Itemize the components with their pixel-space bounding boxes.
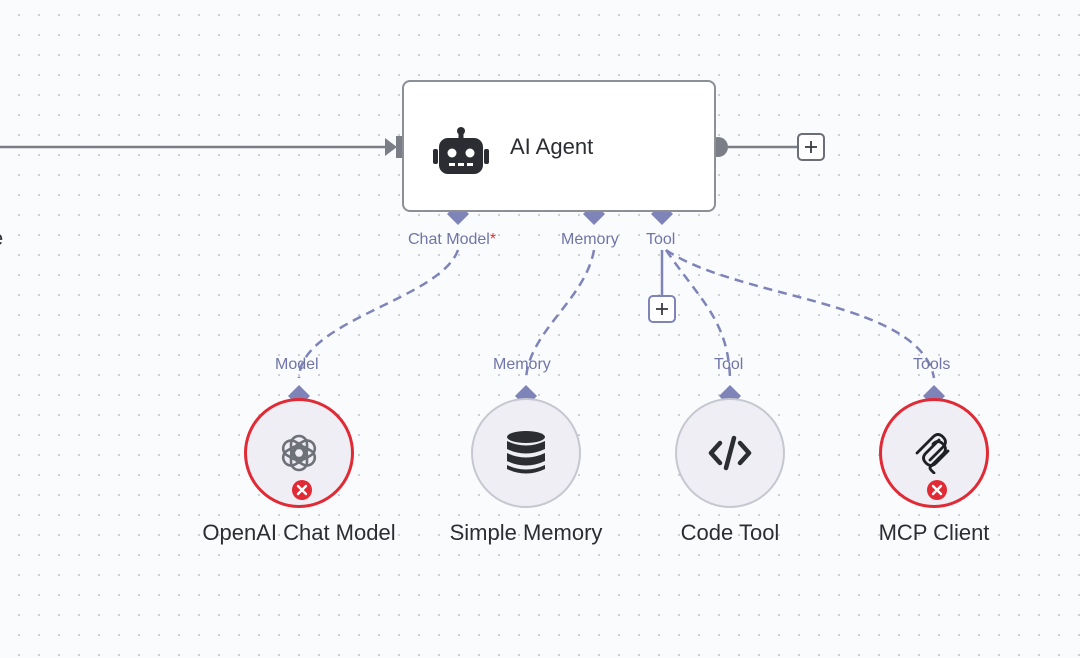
mcp-client-title: MCP Client xyxy=(878,520,990,545)
mcp-client-node[interactable] xyxy=(879,398,989,508)
edge-memory xyxy=(524,249,596,379)
edge-mcp-tool xyxy=(665,248,936,379)
offscreen-node-label: e xyxy=(0,228,3,251)
plus-icon xyxy=(656,303,668,315)
database-icon xyxy=(507,431,545,474)
tool-connector-label: Tool xyxy=(646,231,676,248)
memory-input-label: Memory xyxy=(493,356,551,373)
edge-chat-model xyxy=(297,249,460,379)
error-icon xyxy=(927,480,947,500)
add-tool-button[interactable] xyxy=(648,295,676,323)
robot-icon xyxy=(433,127,489,174)
memory-connector-label: Memory xyxy=(561,231,619,248)
plus-icon xyxy=(805,141,817,153)
simple-memory-title: Simple Memory xyxy=(449,520,603,545)
code-tool-node[interactable] xyxy=(675,398,785,508)
simple-memory-node[interactable] xyxy=(471,398,581,508)
ai-agent-title: AI Agent xyxy=(510,134,594,159)
chat-model-connector-label: Chat Model* xyxy=(408,231,497,248)
openai-chat-model-title: OpenAI Chat Model xyxy=(202,520,396,545)
code-icon xyxy=(708,435,752,471)
error-icon xyxy=(292,480,312,500)
input-arrow xyxy=(385,138,397,156)
required-marker: * xyxy=(489,231,497,248)
code-tool-title: Code Tool xyxy=(680,520,780,545)
mcp-input-label: Tools xyxy=(913,356,951,373)
openai-input-label: Model xyxy=(275,356,319,373)
ai-agent-node[interactable]: AI Agent xyxy=(402,80,716,212)
add-next-node-button[interactable] xyxy=(797,133,825,161)
openai-icon xyxy=(281,434,317,472)
mcp-icon xyxy=(915,433,950,474)
code-input-label: Tool xyxy=(714,356,744,373)
agent-input-handle xyxy=(396,136,405,158)
edge-code-tool xyxy=(664,249,732,379)
openai-chat-model-node[interactable] xyxy=(244,398,354,508)
